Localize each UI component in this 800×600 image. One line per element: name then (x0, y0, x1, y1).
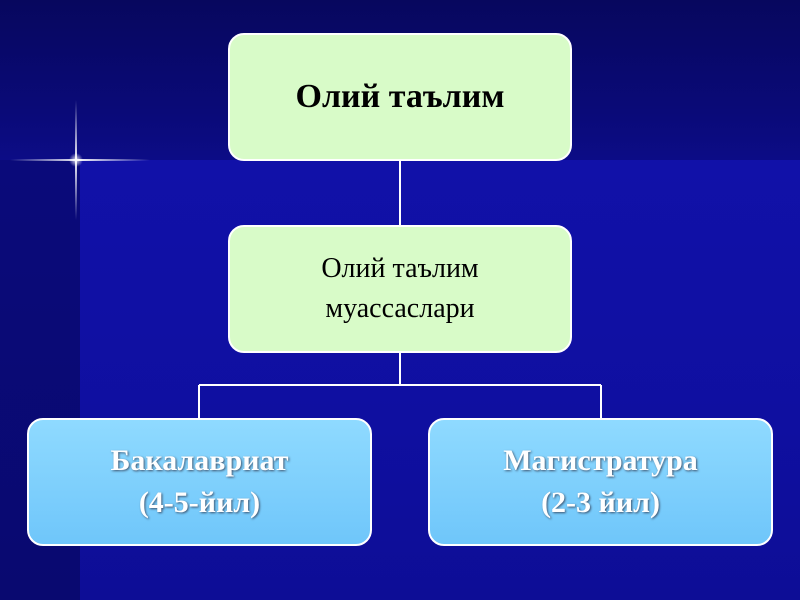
bachelor-node-duration: (4-5-йил) (138, 486, 261, 519)
bachelor-node: Бакалавриат (4-5-йил) (27, 418, 372, 546)
bachelor-node-title: Бакалавриат (110, 444, 289, 477)
master-node-title: Магистратура (503, 444, 698, 477)
root-node: Олий таълим (228, 33, 572, 161)
root-node-label: Олий таълим (295, 78, 505, 115)
master-node: Магистратура (2-3 йил) (428, 418, 773, 546)
middle-node: Олий таълим муассаслари (228, 225, 572, 353)
master-node-duration: (2-3 йил) (541, 486, 660, 519)
middle-node-line2: муассаслари (325, 293, 475, 324)
middle-node-line1: Олий таълим (321, 253, 479, 284)
